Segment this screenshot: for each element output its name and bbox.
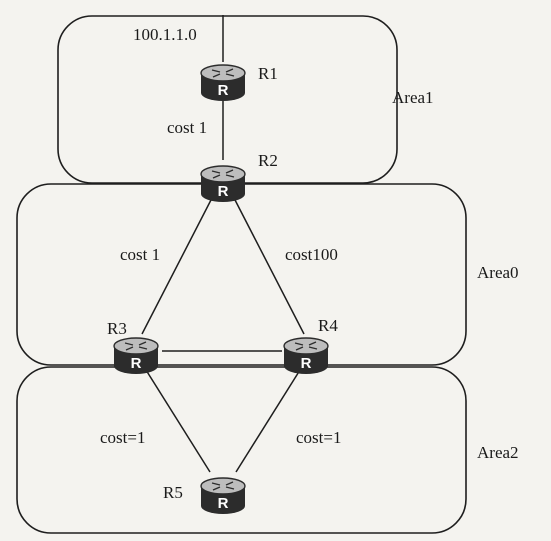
router-r4: R xyxy=(283,337,329,375)
link-r4-r5 xyxy=(235,369,301,473)
router-glyph: R xyxy=(218,495,229,512)
router-glyph: R xyxy=(218,82,229,99)
area2-boundary xyxy=(16,366,467,534)
cost-label-r1-r2: cost 1 xyxy=(167,118,207,137)
router-label-r4: R4 xyxy=(318,316,338,335)
network-label: 100.1.1.0 xyxy=(133,25,197,44)
router-r2: R xyxy=(200,165,246,203)
cost-label-r2-r4: cost100 xyxy=(285,245,338,264)
area2-label: Area2 xyxy=(477,443,519,462)
router-glyph: R xyxy=(218,183,229,200)
cost-label-r4-r5: cost=1 xyxy=(296,428,341,447)
router-label-r3: R3 xyxy=(107,319,127,338)
router-label-r1: R1 xyxy=(258,64,278,83)
cost-label-r3-r5: cost=1 xyxy=(100,428,145,447)
router-glyph: R xyxy=(301,355,312,372)
router-glyph: R xyxy=(131,355,142,372)
router-r5: R xyxy=(200,477,246,515)
area0-label: Area0 xyxy=(477,263,519,282)
router-r1: R xyxy=(200,64,246,102)
router-label-r5: R5 xyxy=(163,483,183,502)
link-r2-r3 xyxy=(141,197,213,335)
link-r2-r4 xyxy=(233,197,305,335)
router-label-r2: R2 xyxy=(258,151,278,170)
link-r3-r5 xyxy=(145,369,211,473)
area1-label: Area1 xyxy=(392,88,434,107)
cost-label-r2-r3: cost 1 xyxy=(120,245,160,264)
router-r3: R xyxy=(113,337,159,375)
